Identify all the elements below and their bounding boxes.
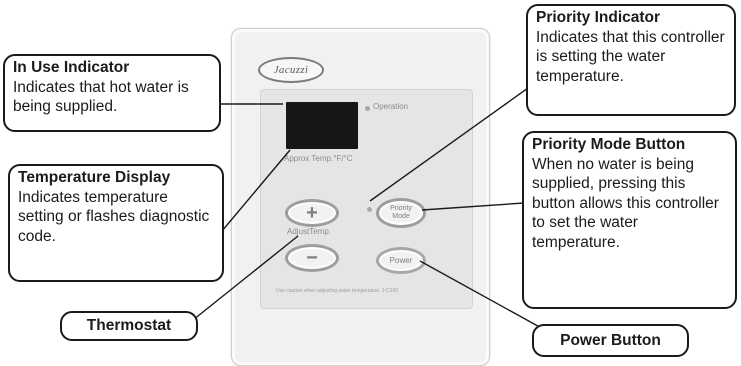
callout-power-button-title: Power Button bbox=[560, 332, 661, 349]
adjust-temp-label: AdjustTemp. bbox=[287, 227, 332, 236]
leader-temperature-display bbox=[221, 149, 291, 232]
in-use-indicator-light bbox=[365, 106, 370, 111]
callout-priority-mode-button: Priority Mode Button When no water is be… bbox=[522, 131, 737, 309]
jacuzzi-logo: Jacuzzi bbox=[258, 57, 324, 83]
callout-priority-mode-button-body: When no water is being supplied, pressin… bbox=[532, 155, 719, 251]
leader-priority-indicator bbox=[369, 87, 529, 202]
callout-thermostat: Thermostat bbox=[60, 311, 198, 341]
priority-mode-label-line2: Mode bbox=[392, 213, 410, 220]
callout-temperature-display-body: Indicates temperature setting or flashes… bbox=[18, 188, 210, 245]
decrease-temp-button[interactable]: − bbox=[285, 244, 339, 272]
callout-priority-indicator: Priority Indicator Indicates that this c… bbox=[526, 4, 736, 116]
leader-thermostat bbox=[187, 235, 299, 325]
leader-priority-mode-button bbox=[421, 202, 525, 211]
display-label: Approx Temp.°F/°C bbox=[284, 154, 353, 163]
priority-mode-button-label: Priority Mode bbox=[390, 205, 412, 221]
callout-priority-indicator-title: Priority Indicator bbox=[536, 9, 661, 26]
power-button[interactable]: Power bbox=[376, 247, 426, 274]
temperature-display-screen bbox=[286, 102, 358, 149]
callout-priority-mode-button-title: Priority Mode Button bbox=[532, 136, 686, 153]
power-button-label: Power bbox=[389, 255, 413, 265]
callout-temperature-display: Temperature Display Indicates temperatur… bbox=[8, 164, 224, 282]
callout-in-use-title: In Use Indicator bbox=[13, 59, 130, 76]
priority-mode-label-line1: Priority bbox=[390, 205, 412, 212]
caution-text: Use caution when adjusting water tempera… bbox=[276, 288, 399, 294]
callout-temperature-display-title: Temperature Display bbox=[18, 169, 171, 186]
callout-thermostat-title: Thermostat bbox=[86, 317, 172, 334]
callout-in-use-indicator: In Use Indicator Indicates that hot wate… bbox=[3, 54, 221, 132]
callout-in-use-body: Indicates that hot water is being suppli… bbox=[13, 78, 189, 116]
priority-indicator-light bbox=[367, 207, 372, 212]
leader-power-button bbox=[419, 260, 546, 331]
control-panel bbox=[260, 89, 473, 309]
increase-temp-button[interactable]: + bbox=[285, 199, 339, 227]
priority-mode-button[interactable]: Priority Mode bbox=[376, 198, 426, 228]
callout-power-button: Power Button bbox=[532, 324, 689, 357]
callout-priority-indicator-body: Indicates that this controller is settin… bbox=[536, 28, 725, 85]
operation-label: Operation bbox=[373, 102, 409, 111]
